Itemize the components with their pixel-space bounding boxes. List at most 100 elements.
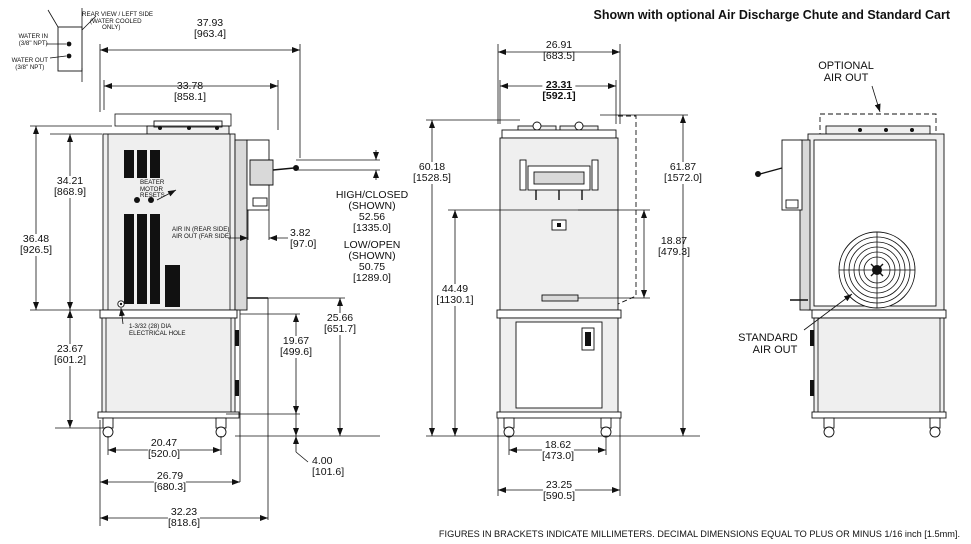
dim-mm: [592.1]: [542, 90, 576, 102]
dim-37-93: 37.93[963.4]: [194, 18, 226, 40]
dim-mm: [963.4]: [193, 28, 227, 40]
water-in-port-icon: [66, 41, 72, 47]
rear-view-title-line: (WATER COOLED: [90, 17, 142, 25]
dim-44-49: 44.49[1130.1]: [436, 283, 474, 306]
dim-mm: [499.6]: [279, 346, 313, 358]
optional-air-out-label: OPTIONAL AIR OUT: [818, 60, 874, 84]
front-view-machine: [496, 115, 637, 438]
dim-value: 25.66: [326, 312, 354, 324]
oao-line: OPTIONAL: [818, 60, 874, 72]
dim-mm: [601.2]: [53, 354, 87, 366]
standard-air-out-label: STANDARD AIR OUT: [738, 332, 798, 356]
dim-23-31: 23.31[592.1]: [542, 79, 576, 102]
dim-mm: [868.9]: [53, 186, 87, 198]
dim-mm: [97.0]: [290, 238, 317, 250]
water-out-size: (3/8" NPT): [15, 63, 45, 71]
oao-line: AIR OUT: [823, 72, 869, 84]
dim-mm: [590.5]: [542, 490, 576, 502]
lo-line: 50.75: [358, 261, 386, 273]
lo-line: [1289.0]: [353, 272, 391, 284]
resets-line: BEATER: [140, 179, 165, 186]
dim-4-00: 4.00[101.6]: [312, 456, 344, 478]
dim-value: 18.62: [544, 439, 572, 451]
rear-view-title-line: REAR VIEW / LEFT SIDE: [82, 11, 154, 18]
dim-value: 26.79: [156, 470, 184, 482]
dim-mm: [926.5]: [19, 244, 53, 256]
electrical-hole-label: 1-3/32 (28) DIA ELECTRICAL HOLE: [129, 323, 186, 337]
dim-value: 32.23: [170, 506, 198, 518]
dim-value: 3.82: [290, 227, 311, 239]
dim-mm: [858.1]: [173, 91, 207, 103]
side-dimension-lines: [30, 44, 380, 526]
dim-value: 26.91: [545, 39, 573, 51]
lo-line: (SHOWN): [348, 250, 396, 262]
dim-19-67: 19.67[499.6]: [279, 335, 313, 358]
header-note: Shown with optional Air Discharge Chute …: [593, 8, 950, 22]
rear-view-title: REAR VIEW / LEFT SIDE (WATER COOLED ONLY…: [82, 11, 154, 32]
dim-mm: [473.0]: [541, 450, 575, 462]
footer-note: FIGURES IN BRACKETS INDICATE MILLIMETERS…: [438, 529, 960, 539]
air-line: AIR OUT (FAR SIDE): [172, 232, 232, 240]
sao-line: STANDARD: [738, 332, 798, 344]
dim-mm: [520.0]: [147, 448, 181, 460]
hc-line: 52.56: [358, 211, 386, 223]
dim-value: 23.67: [56, 343, 84, 355]
dim-26-91: 26.91[683.5]: [543, 40, 575, 62]
dim-25-66: 25.66[651.7]: [323, 312, 357, 335]
dim-34-21: 34.21[868.9]: [53, 175, 87, 198]
dim-mm: [1130.1]: [436, 294, 474, 306]
dim-value: 18.87: [660, 235, 688, 247]
rear-water-inset: [46, 8, 97, 82]
electrical-line: 1-3/32 (28) DIA: [129, 323, 172, 330]
dim-33-78: 33.78[858.1]: [174, 81, 206, 103]
hc-line: HIGH/CLOSED: [335, 189, 409, 201]
dim-18-62: 18.62[473.0]: [541, 439, 575, 462]
dim-61-87: 61.87[1572.0]: [664, 162, 702, 184]
dim-36-48: 36.48[926.5]: [19, 234, 53, 256]
dim-mm: [479.3]: [657, 246, 691, 258]
dim-mm: [818.6]: [167, 517, 201, 529]
air-line: AIR IN (REAR SIDE): [172, 226, 230, 233]
dim-value: 23.25: [545, 479, 573, 491]
dim-mm: [683.5]: [542, 50, 576, 62]
hc-line: [1335.0]: [353, 222, 391, 234]
electrical-line: ELECTRICAL HOLE: [129, 329, 186, 337]
water-in-size: (3/8" NPT): [18, 39, 48, 47]
dim-26-79: 26.79[680.3]: [153, 470, 187, 493]
water-in-text: WATER IN: [18, 33, 48, 40]
side-view-machine: [97, 113, 299, 438]
dim-value: 33.78: [176, 80, 204, 92]
dim-value: 61.87: [669, 161, 697, 173]
resets-line: RESETS: [140, 192, 165, 200]
dim-value: 44.49: [441, 283, 469, 295]
dim-mm: [680.3]: [153, 481, 187, 493]
dim-value: 60.18: [418, 161, 446, 173]
high-closed-label: HIGH/CLOSED (SHOWN) 52.56 [1335.0]: [336, 190, 408, 234]
dim-3-82: 3.82[97.0]: [290, 228, 316, 250]
dim-32-23: 32.23[818.6]: [167, 506, 201, 529]
dim-value: 23.31: [545, 79, 573, 91]
dim-23-67: 23.67[601.2]: [53, 343, 87, 366]
dim-value: 20.47: [150, 437, 178, 449]
dim-value: 4.00: [312, 455, 333, 467]
water-out-port-icon: [66, 53, 72, 59]
sao-line: AIR OUT: [752, 344, 798, 356]
dim-mm: [101.6]: [312, 466, 345, 478]
dim-60-18: 60.18[1528.5]: [413, 162, 451, 184]
water-in-label: WATER IN (3/8" NPT): [18, 33, 48, 47]
rear-view-title-line: ONLY): [102, 24, 121, 32]
dim-value: 19.67: [282, 335, 310, 347]
hc-line: (SHOWN): [348, 200, 396, 212]
dim-value: 34.21: [56, 175, 84, 187]
resets-line: MOTOR: [140, 185, 163, 193]
water-out-text: WATER OUT: [11, 57, 48, 64]
dim-18-87: 18.87[479.3]: [658, 236, 690, 258]
dim-mm: [651.7]: [323, 323, 357, 335]
back-view-machine: [755, 85, 947, 438]
dim-value: 37.93: [196, 17, 224, 29]
water-out-label: WATER OUT (3/8" NPT): [11, 57, 48, 71]
low-open-label: LOW/OPEN (SHOWN) 50.75 [1289.0]: [344, 240, 401, 284]
air-in-out-label: AIR IN (REAR SIDE) AIR OUT (FAR SIDE): [172, 226, 232, 240]
